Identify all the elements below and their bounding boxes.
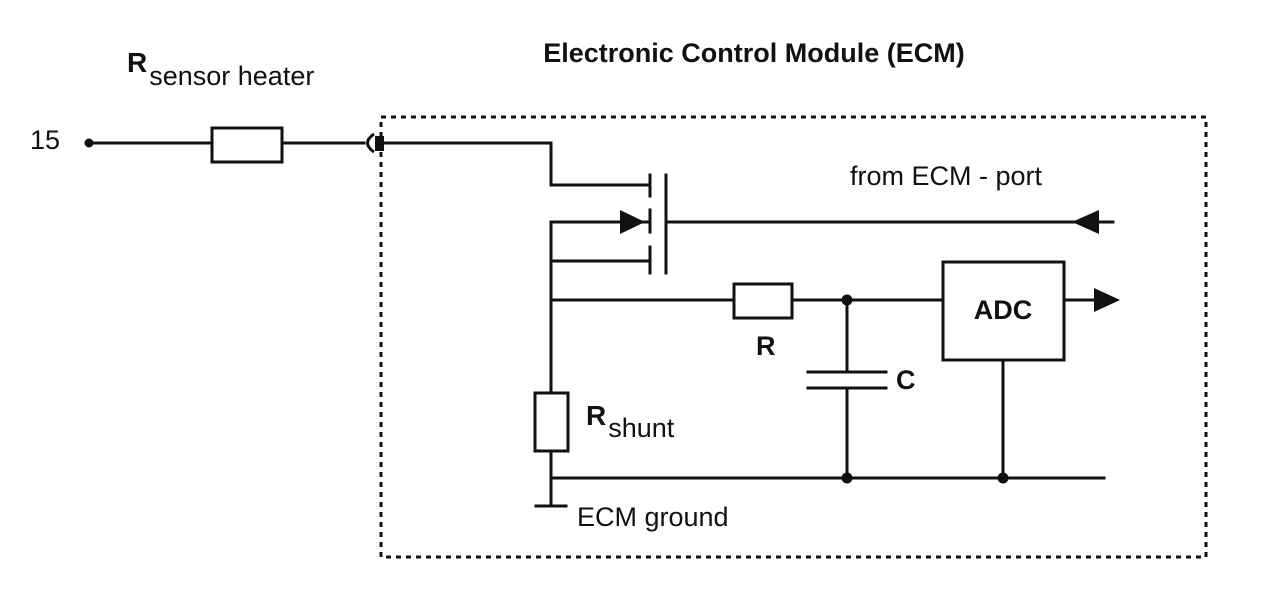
port-arrow-icon (1072, 210, 1099, 234)
adc-label: ADC (974, 295, 1033, 325)
sensor-heater-label-main: R (127, 47, 147, 78)
capacitor-label: C (896, 365, 916, 395)
sensor-heater-label: Rsensor heater (127, 47, 314, 91)
connector-pin (375, 136, 384, 151)
mosfet-body-arrow (620, 210, 645, 234)
sensor-heater-label-sub: sensor heater (149, 61, 314, 91)
junction-dot-capacitor-ground (841, 472, 853, 484)
shunt-resistor (533, 391, 570, 453)
junction-dot-adc-ground (997, 472, 1009, 484)
sensor-heater-resistor (210, 126, 284, 164)
ground-label: ECM ground (577, 502, 729, 532)
diagram-title: Electronic Control Module (ECM) (543, 38, 965, 68)
filter-resistor (732, 282, 794, 320)
shunt-label: Rshunt (586, 400, 675, 443)
shunt-label-sub: shunt (608, 413, 675, 443)
ecm-boundary (379, 115, 1208, 559)
shunt-label-main: R (586, 400, 606, 431)
port-label: from ECM - port (850, 161, 1043, 191)
connector-symbol (366, 132, 375, 154)
resistor-label: R (756, 331, 776, 361)
adc-output-arrow-icon (1094, 288, 1120, 312)
drain-wire (382, 141, 652, 187)
terminal-15-label: 15 (30, 125, 60, 155)
